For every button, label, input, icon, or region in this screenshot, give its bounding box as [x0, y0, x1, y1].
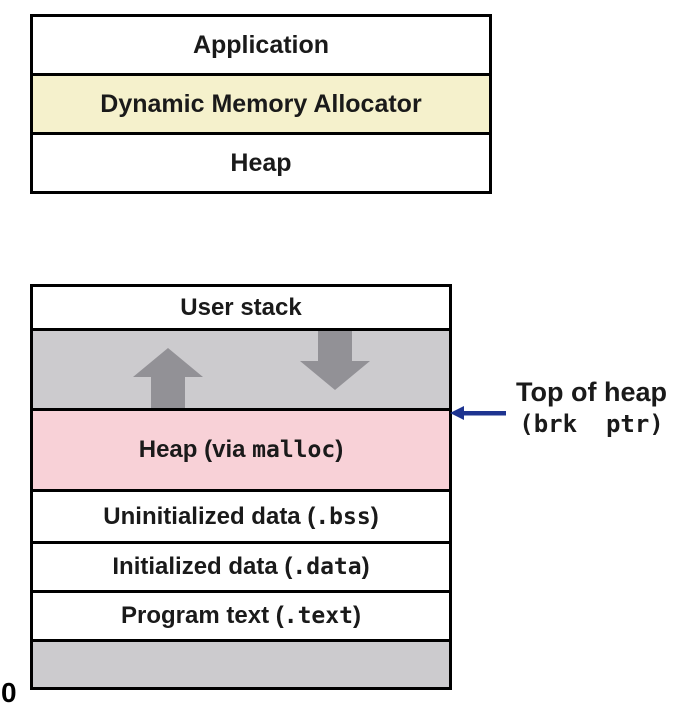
- heap-label-prefix: Heap (via: [138, 436, 253, 463]
- allocator-row-application: Application: [33, 17, 489, 73]
- allocator-row-label: Heap: [230, 148, 292, 177]
- address-zero-label: 0: [1, 677, 17, 708]
- memory-layout-diagram: User stack Heap (via malloc) Uninitializ…: [30, 284, 452, 690]
- allocator-row-label: Dynamic Memory Allocator: [100, 89, 422, 118]
- stack-grows-down-arrow-icon: [300, 331, 370, 390]
- memory-row-label: Program text (.text): [121, 602, 361, 630]
- bss-label-suffix: ): [370, 502, 379, 530]
- memory-row-user-stack: User stack: [33, 287, 449, 328]
- heap-grows-up-arrow-icon: [133, 348, 203, 408]
- allocator-row-heap: Heap: [33, 132, 489, 191]
- heap-label-suffix: ): [335, 436, 344, 463]
- data-label-section: .data: [292, 554, 362, 580]
- memory-row-growth-region: [33, 328, 449, 408]
- memory-row-bss: Uninitialized data (.bss): [33, 489, 449, 541]
- brk-pointer-arrow-icon: [450, 406, 506, 420]
- memory-row-label: Heap (via malloc): [139, 436, 343, 464]
- text-label-prefix: Program text (: [121, 602, 284, 629]
- memory-row-heap: Heap (via malloc): [33, 408, 449, 489]
- brk-ptr-label: (brk ptr): [519, 410, 664, 438]
- text-label-section: .text: [283, 603, 353, 629]
- data-label-suffix: ): [361, 553, 370, 580]
- bss-label-section: .bss: [315, 503, 371, 530]
- bss-label-prefix: Uninitialized data (: [103, 502, 316, 530]
- memory-row-label: Uninitialized data (.bss): [103, 503, 378, 531]
- allocator-row-dynamic-memory-allocator: Dynamic Memory Allocator: [33, 73, 489, 132]
- memory-row-low-region: [33, 639, 449, 687]
- memory-row-data: Initialized data (.data): [33, 541, 449, 590]
- allocator-stack-diagram: Application Dynamic Memory Allocator Hea…: [30, 14, 492, 194]
- top-of-heap-annotation: Top of heap (brk ptr): [505, 377, 678, 440]
- memory-row-label: Initialized data (.data): [112, 553, 369, 581]
- heap-label-malloc: malloc: [252, 437, 336, 463]
- memory-row-label: User stack: [180, 293, 302, 321]
- allocator-row-label: Application: [192, 30, 330, 59]
- text-label-suffix: ): [352, 602, 361, 629]
- data-label-prefix: Initialized data (: [112, 553, 293, 580]
- top-of-heap-label: Top of heap: [516, 377, 667, 407]
- memory-row-text: Program text (.text): [33, 590, 449, 639]
